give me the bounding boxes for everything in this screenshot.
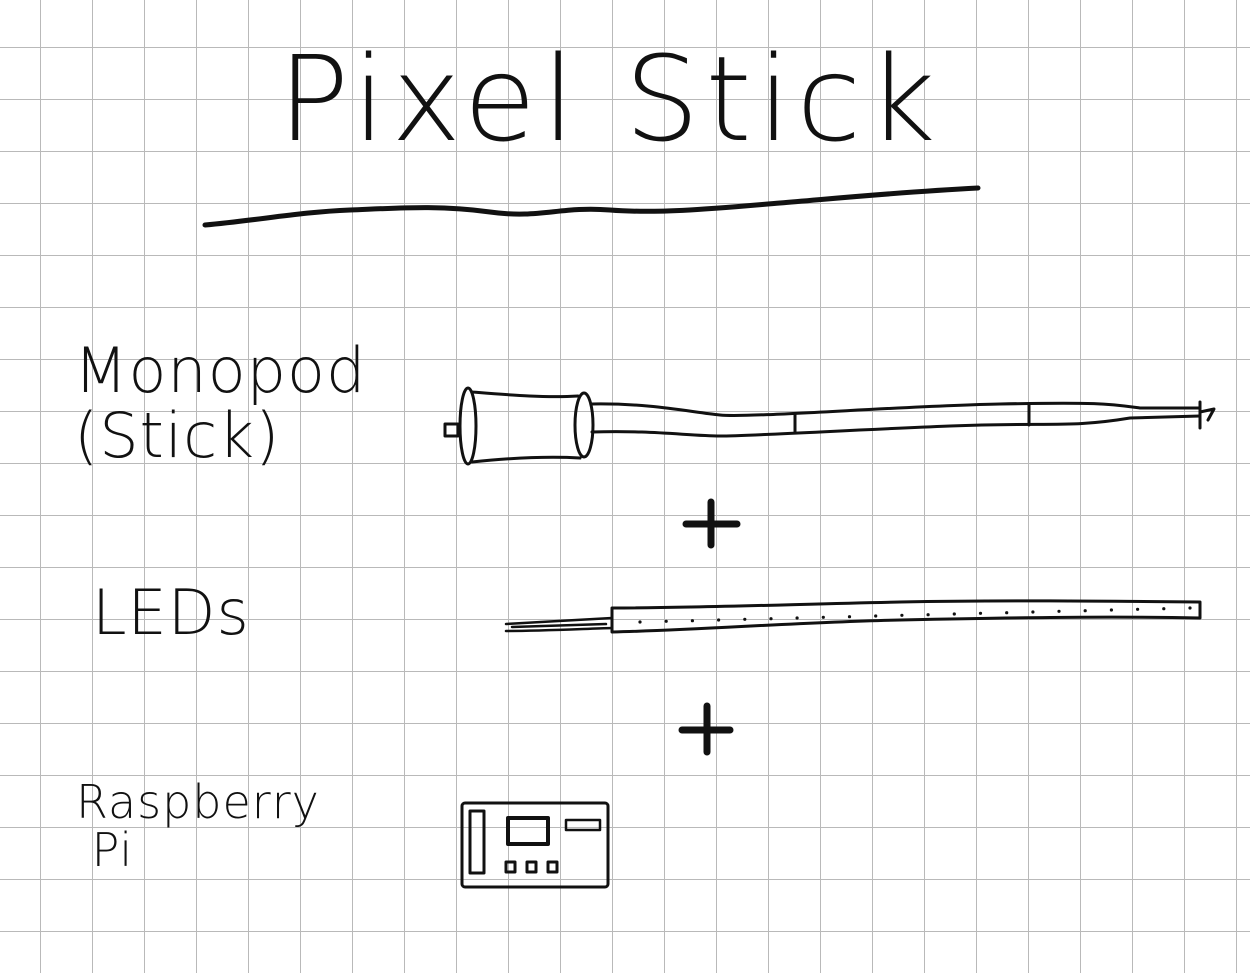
led-dot <box>638 620 641 623</box>
plus-icon <box>682 706 730 752</box>
plus-icon <box>686 502 737 545</box>
led-dot <box>1084 609 1087 612</box>
led-dot <box>1005 611 1008 614</box>
led-strip-icon <box>506 601 1200 632</box>
led-dot <box>927 613 930 616</box>
led-dot <box>979 612 982 615</box>
led-dot <box>1188 606 1191 609</box>
raspberry-pi-icon <box>462 803 608 887</box>
led-dot <box>665 620 668 623</box>
led-dot <box>1031 610 1034 613</box>
monopod-icon <box>445 388 1214 464</box>
led-dot <box>900 614 903 617</box>
led-dot <box>1136 608 1139 611</box>
led-dot <box>822 616 825 619</box>
led-dot <box>953 612 956 615</box>
led-dot <box>743 618 746 621</box>
led-dot <box>796 616 799 619</box>
led-dot <box>1057 610 1060 613</box>
title-underline <box>205 188 978 225</box>
led-dot <box>691 619 694 622</box>
led-dot <box>769 617 772 620</box>
led-dot <box>717 618 720 621</box>
led-dot <box>874 614 877 617</box>
led-dot <box>1110 608 1113 611</box>
led-dot <box>848 615 851 618</box>
led-dot <box>1162 607 1165 610</box>
